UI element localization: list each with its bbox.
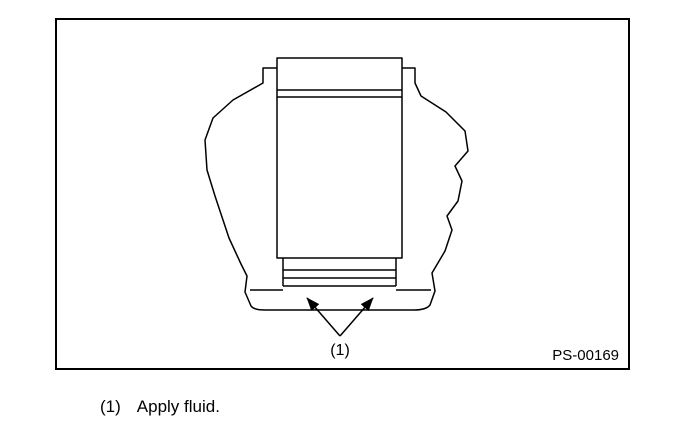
caption-text: Apply fluid. xyxy=(136,397,220,416)
callout-arrow-right xyxy=(339,297,374,337)
figure-caption: (1) Apply fluid. xyxy=(100,396,220,418)
part-diagram: (1) PS-00169 xyxy=(204,57,619,364)
valve-body-grooves xyxy=(277,89,402,98)
callout-arrow-left xyxy=(306,297,341,337)
figure-code: PS-00169 xyxy=(552,347,619,364)
valve-body xyxy=(276,57,403,259)
caption-number: (1) xyxy=(100,397,121,416)
housing-outline xyxy=(204,67,469,311)
figure-frame: (1) PS-00169 xyxy=(55,18,630,370)
valve-lower-section xyxy=(282,258,397,287)
callout-1-label: (1) xyxy=(330,342,350,359)
